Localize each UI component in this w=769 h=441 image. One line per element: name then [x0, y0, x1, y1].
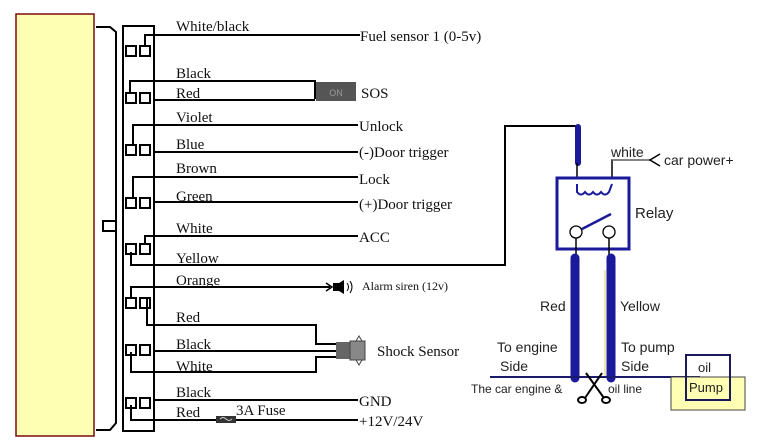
terminal-door-neg: (-)Door trigger	[359, 145, 449, 161]
wire-black-sos	[129, 80, 316, 99]
terminal-gnd: GND	[359, 394, 392, 410]
pump-side-label-1: To pump	[621, 339, 675, 355]
label-green: Green	[176, 189, 213, 205]
terminal-sos: SOS	[361, 86, 389, 102]
svg-text:ON: ON	[329, 88, 343, 98]
label-red-shock: Red	[176, 310, 201, 326]
wire-yellow	[130, 125, 578, 266]
label-white-shock: White	[176, 359, 213, 375]
oil-pump-box	[685, 354, 731, 401]
terminal-acc: ACC	[359, 230, 390, 246]
relay-car-power-label: car power+	[664, 152, 734, 168]
label-violet: Violet	[176, 110, 213, 126]
wire-orange	[130, 286, 330, 298]
car-power-arrow-icon	[648, 153, 661, 167]
label-white: White	[176, 221, 213, 237]
connector-pin	[139, 144, 151, 156]
engine-side-label-1: To engine	[497, 339, 558, 355]
connector-pin	[125, 92, 137, 104]
connector-column	[122, 25, 155, 432]
connector-tab	[102, 220, 117, 232]
connector-pin	[125, 297, 137, 309]
relay-coil-icon	[576, 183, 613, 196]
label-black-sos: Black	[176, 66, 211, 82]
relay-red-label: Red	[540, 298, 566, 314]
connector-pin	[139, 92, 151, 104]
connector-pin	[139, 297, 151, 309]
connector-pin	[139, 45, 151, 57]
label-black-gnd: Black	[176, 385, 211, 401]
connector-pin	[125, 45, 137, 57]
terminal-alarm: Alarm siren (12v)	[362, 279, 448, 293]
connector-pin	[139, 344, 151, 356]
engine-side-label-2: Side	[500, 358, 528, 374]
wire-white	[144, 235, 358, 244]
oil-line-label-1: The car engine &	[471, 382, 562, 396]
relay-box	[555, 176, 631, 251]
label-orange: Orange	[176, 273, 220, 289]
label-white-black: White/black	[176, 19, 250, 35]
wire-red-shock	[146, 298, 336, 345]
label-red-sos: Red	[176, 86, 201, 102]
connector-pin	[139, 243, 151, 255]
pump-side-label-2: Side	[621, 358, 649, 374]
terminal-door-pos: (+)Door trigger	[359, 197, 452, 213]
connector-pin	[139, 197, 151, 209]
relay-title: Relay	[635, 205, 674, 222]
pump-label-2: Pump	[689, 380, 723, 395]
wire-white-black	[144, 34, 360, 46]
terminal-fuel-sensor: Fuel sensor 1 (0-5v)	[360, 29, 481, 45]
label-brown: Brown	[176, 161, 217, 177]
label-yellow: Yellow	[176, 251, 219, 267]
pump-base	[670, 376, 746, 411]
terminal-shock: Shock Sensor	[377, 344, 459, 360]
label-black-shock: Black	[176, 337, 211, 353]
label-fuse: 3A Fuse	[236, 403, 286, 419]
relay-diagram	[490, 124, 746, 411]
wire-brown	[132, 176, 358, 198]
shock-sensor-icon	[336, 335, 366, 366]
sos-button-icon	[316, 82, 356, 101]
terminal-power: +12V/24V	[359, 414, 423, 430]
relay-white-label: white	[610, 144, 644, 160]
connector-pin	[125, 197, 137, 209]
label-blue: Blue	[176, 137, 205, 153]
device-panel	[15, 13, 95, 437]
label-red-power: Red	[176, 405, 201, 421]
relay-yellow-label: Yellow	[620, 298, 661, 314]
terminal-unlock: Unlock	[359, 119, 404, 135]
connector-pin	[125, 144, 137, 156]
alarm-siren-icon	[325, 280, 353, 294]
wire-white-shock	[130, 352, 336, 373]
wire-violet	[132, 124, 358, 145]
connector-pin	[139, 397, 151, 409]
terminal-lock: Lock	[359, 172, 390, 188]
scissors-icon	[577, 372, 611, 404]
oil-line-label-2: oil line	[608, 382, 642, 396]
wire-red-power	[130, 405, 358, 421]
pump-label-1: oil	[698, 360, 711, 375]
